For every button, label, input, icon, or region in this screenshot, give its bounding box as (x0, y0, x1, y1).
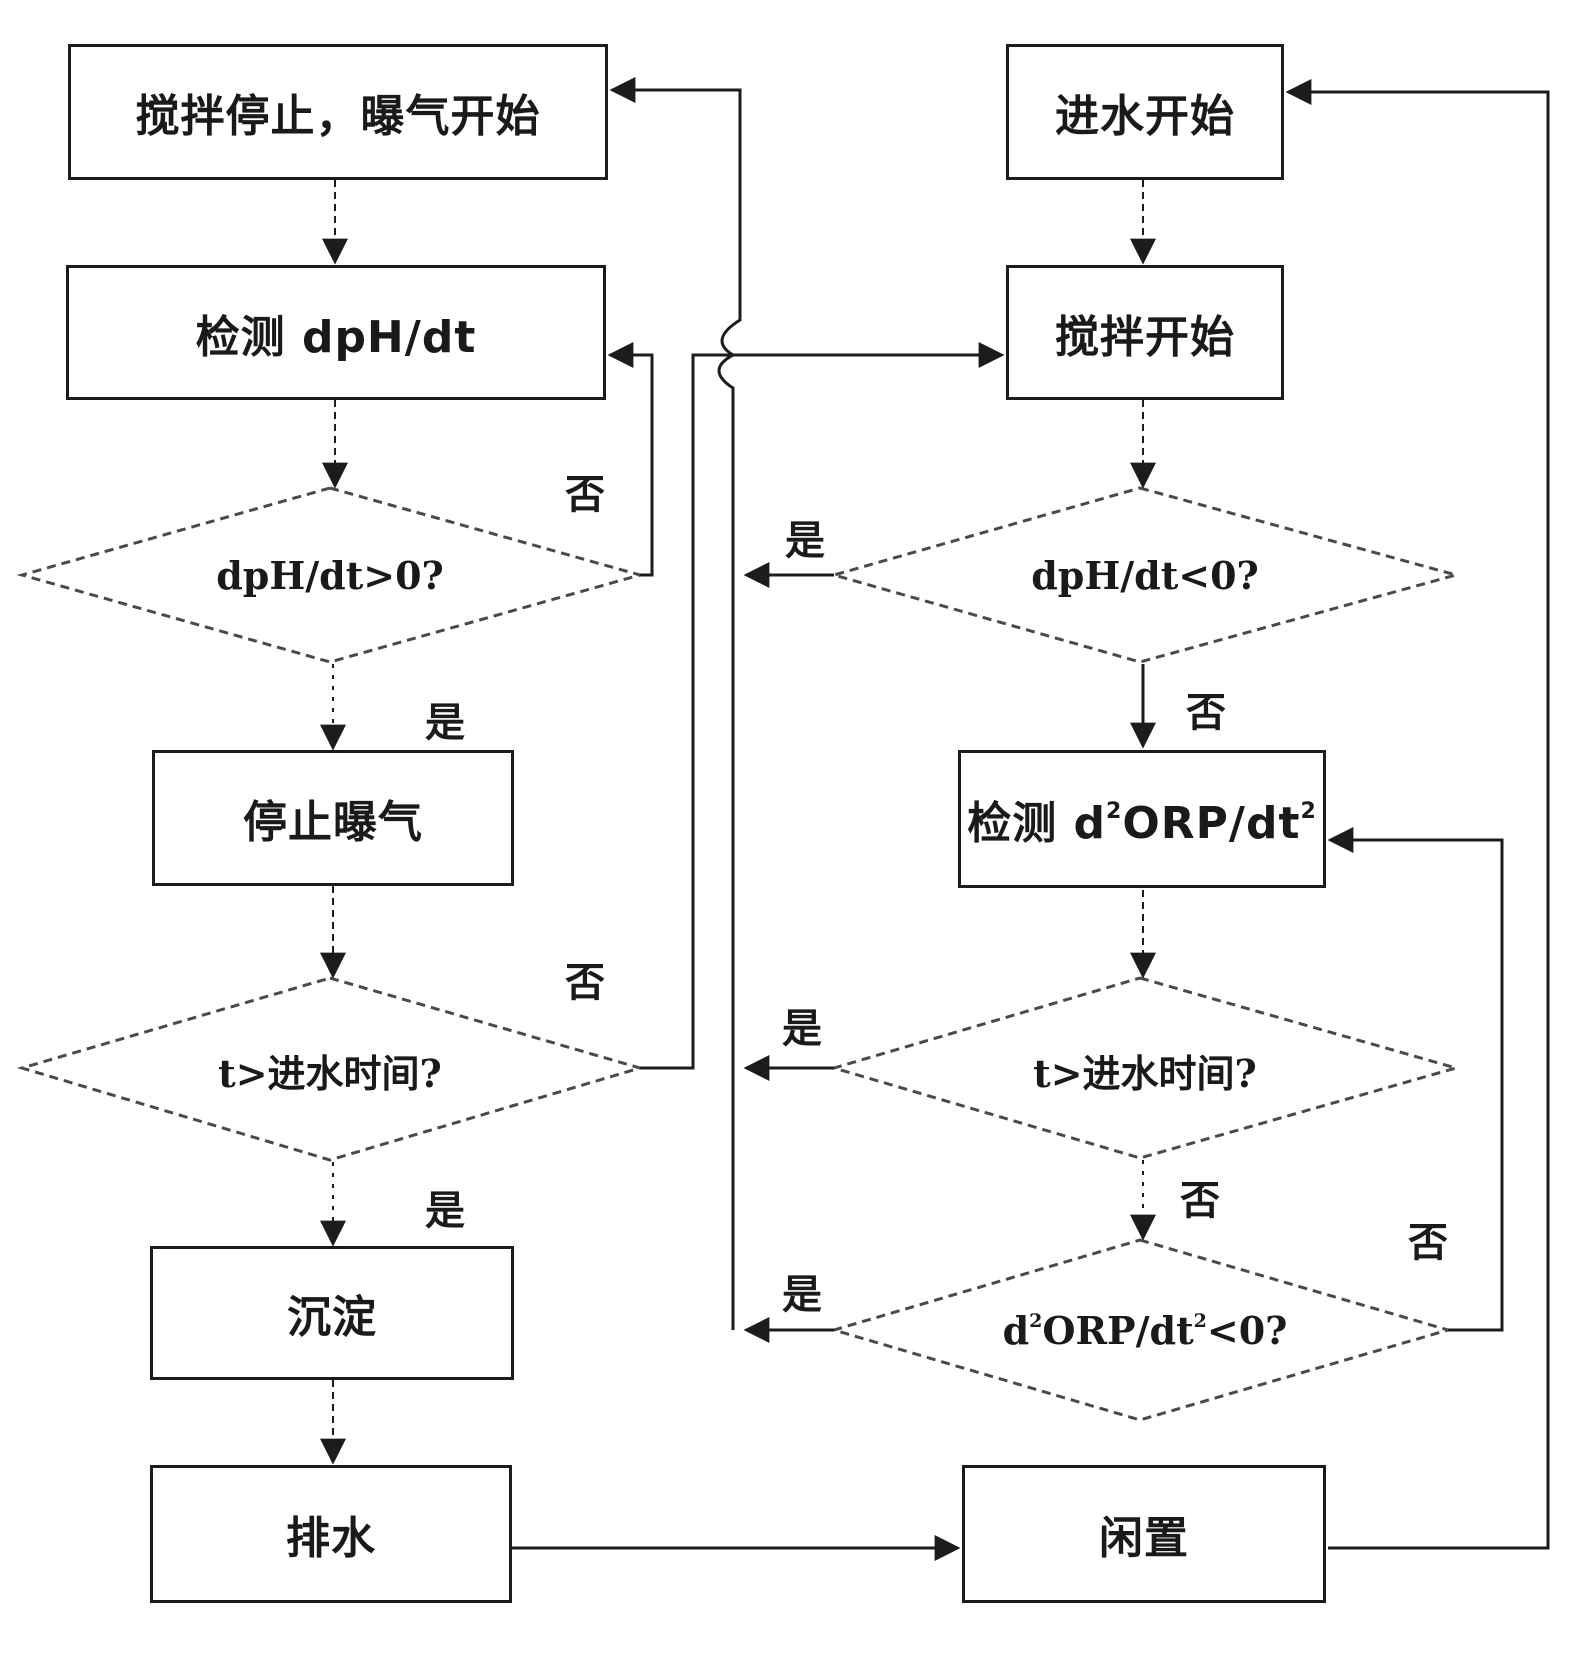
arrow-orp-no-loop (1327, 827, 1504, 1332)
detect-orp-prefix: 检测 d (967, 798, 1107, 849)
label-no-t-left: 否 (565, 960, 605, 1006)
diamond-t-left-label: t>进水时间? (150, 1040, 510, 1100)
diamond-dph-lt0-label: dpH/dt<0? (980, 545, 1310, 605)
box-idle: 闲置 (962, 1465, 1326, 1603)
diamond-orp-sup2: 2 (1193, 1309, 1207, 1332)
arrow-yes-trunk-to-stopstir (609, 77, 742, 1330)
label-no-dph-lt0: 否 (1186, 690, 1226, 736)
box-inflow-start-text: 进水开始 (1055, 91, 1235, 142)
box-detect-dph-text: 检测 dpH/dt (195, 311, 477, 363)
diamond-dph-gt0-text: dpH/dt>0? (216, 552, 444, 598)
detect-orp-sup1: 2 (1106, 799, 1123, 825)
box-stir-start-text: 搅拌开始 (1055, 311, 1235, 363)
box-stop-aerate: 停止曝气 (152, 750, 514, 886)
detect-orp-sup2: 2 (1300, 799, 1317, 825)
box-idle-text: 闲置 (1099, 1513, 1189, 1564)
diamond-t-right-label: t>进水时间? (980, 1040, 1310, 1100)
box-detect-orp-text: 检测 d2ORP/dt2 (967, 787, 1317, 851)
box-settle-text: 沉淀 (287, 1292, 377, 1343)
box-detect-orp: 检测 d2ORP/dt2 (958, 750, 1326, 888)
arrow-t-left-no-to-stir (640, 353, 712, 1070)
diamond-t-left-text: t>进水时间? (218, 1050, 442, 1096)
label-yes-t-left: 是 (425, 1188, 465, 1234)
diamond-dph-gt0 (16, 486, 646, 664)
label-no-dph-gt0: 否 (565, 472, 605, 518)
diamond-orp-mid: ORP/dt (1042, 1307, 1194, 1353)
box-stop-stir-start-aerate: 搅拌停止，曝气开始 (68, 44, 608, 180)
label-yes-dph-gt0: 是 (425, 700, 465, 746)
box-drain-text: 排水 (286, 1513, 376, 1564)
label-no-orp: 否 (1408, 1220, 1448, 1266)
diamond-orp-label: d2ORP/dt2<0? (960, 1300, 1330, 1360)
box-stop-aerate-text: 停止曝气 (243, 797, 423, 848)
diamond-dph-lt0 (828, 486, 1462, 664)
diamond-orp-sup1: 2 (1029, 1309, 1043, 1332)
diamond-dph-gt0-label: dpH/dt>0? (160, 545, 500, 605)
box-stir-start: 搅拌开始 (1006, 265, 1284, 400)
arrow-dph-no-loop (607, 342, 654, 577)
label-yes-dph-lt0: 是 (785, 518, 825, 564)
label-no-t-right: 否 (1180, 1178, 1220, 1224)
diamond-t-right-text: t>进水时间? (1033, 1050, 1257, 1096)
diamond-orp-text: d2ORP/dt2<0? (1002, 1307, 1288, 1353)
box-inflow-start: 进水开始 (1006, 44, 1284, 180)
diamond-orp-suffix: <0? (1206, 1307, 1288, 1353)
box-settle: 沉淀 (150, 1246, 514, 1380)
label-yes-orp: 是 (782, 1272, 822, 1318)
box-detect-dph: 检测 dpH/dt (66, 265, 606, 400)
box-stop-stir-start-aerate-text: 搅拌停止，曝气开始 (135, 91, 541, 142)
diamond-dph-lt0-text: dpH/dt<0? (1031, 552, 1259, 598)
diamond-t-right (828, 976, 1462, 1160)
arrow-idle-to-inflow (1285, 79, 1550, 1550)
diamond-orp (828, 1238, 1454, 1422)
label-yes-t-right: 是 (782, 1006, 822, 1052)
box-drain: 排水 (150, 1465, 512, 1603)
detect-orp-mid: ORP/dt (1122, 798, 1301, 849)
diamond-t-left (16, 976, 646, 1162)
